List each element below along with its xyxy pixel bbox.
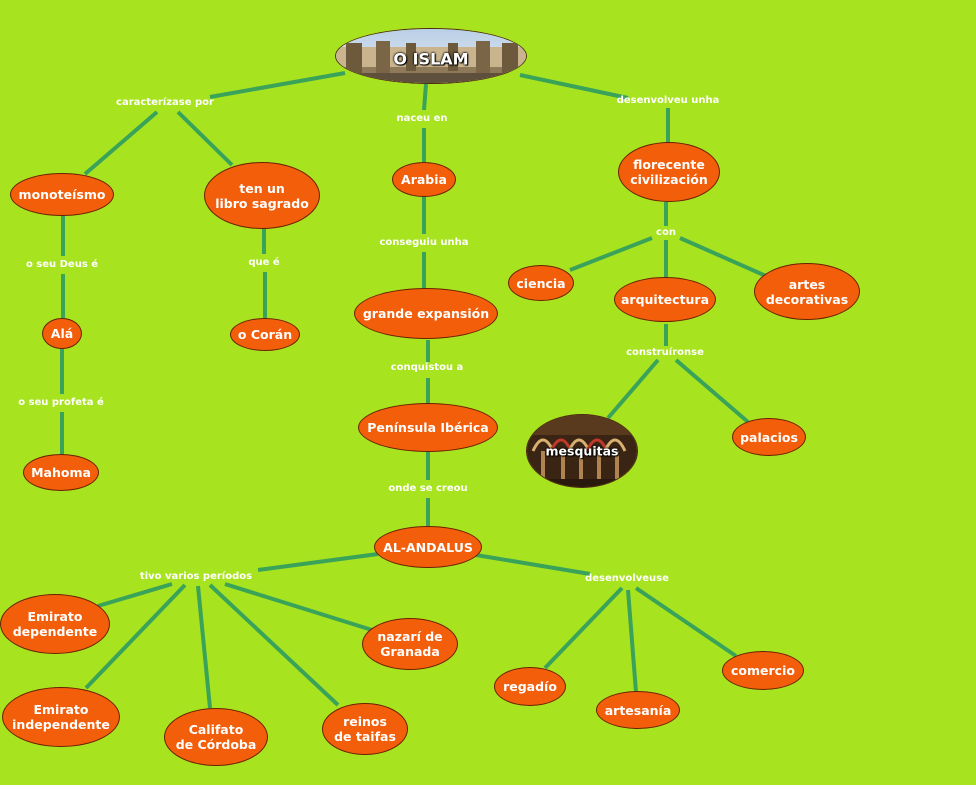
node-mahoma[interactable]: Mahoma	[23, 454, 99, 491]
node-mesquitas-label: mesquitas	[545, 443, 619, 459]
node-al-andalus[interactable]: AL-ANDALUS	[374, 526, 482, 568]
connector	[208, 583, 340, 707]
node-florecente-civilizacion[interactable]: florecente civilización	[618, 142, 720, 202]
node-arquitectura[interactable]: arquitectura	[614, 277, 716, 322]
node-califato-cordoba[interactable]: Califato de Córdoba	[164, 708, 268, 766]
connector	[679, 236, 767, 278]
connector	[569, 236, 653, 272]
node-libro-sagrado[interactable]: ten un libro sagrado	[204, 162, 320, 229]
connector	[176, 110, 234, 167]
connector	[634, 586, 738, 658]
node-regadio[interactable]: regadío	[494, 667, 566, 706]
node-coran[interactable]: o Corán	[230, 318, 300, 351]
link-label-deus: o seu Deus é	[25, 259, 99, 270]
courtyard-photo	[336, 29, 526, 83]
node-comercio[interactable]: comercio	[722, 651, 804, 690]
connector	[224, 582, 373, 632]
title-photo-node[interactable]: O ISLAM	[335, 28, 527, 84]
link-label-naceu: naceu en	[396, 113, 448, 124]
connector	[674, 358, 750, 424]
node-palacios[interactable]: palacios	[732, 418, 806, 456]
connector	[83, 110, 159, 176]
link-label-caracterizase: caracterízase por	[116, 97, 214, 108]
node-grande-expansion[interactable]: grande expansión	[354, 288, 498, 339]
link-label-tivo: tivo varios períodos	[139, 571, 253, 582]
node-emirato-independente[interactable]: Emirato independente	[2, 687, 120, 747]
connector	[469, 552, 591, 576]
node-artes-decorativas[interactable]: artes decorativas	[754, 263, 860, 320]
link-label-desenvolveuse: desenvolveuse	[585, 573, 669, 584]
link-label-desenvolveu: desenvolveu unha	[616, 95, 720, 106]
connector	[606, 358, 660, 420]
connector	[543, 586, 624, 670]
node-monoteismo[interactable]: monoteísmo	[10, 173, 114, 216]
mosque-interior-photo	[527, 415, 637, 487]
link-label-onde: onde se creou	[388, 483, 468, 494]
connector	[519, 73, 629, 100]
link-label-conquistou: conquistou a	[390, 362, 464, 373]
link-label-profeta: o seu profeta é	[18, 397, 104, 408]
link-label-conseguiu: conseguiu unha	[379, 237, 469, 248]
connector	[422, 83, 428, 111]
link-label-que: que é	[248, 257, 280, 268]
node-emirato-dependente[interactable]: Emirato dependente	[0, 594, 110, 654]
link-label-construironse: construíronse	[626, 347, 704, 358]
node-peninsula-iberica[interactable]: Península Ibérica	[358, 403, 498, 452]
map-title: O ISLAM	[393, 49, 469, 69]
link-label-con: con	[656, 227, 676, 238]
mesquitas-photo-node[interactable]: mesquitas	[526, 414, 638, 488]
node-ciencia[interactable]: ciencia	[508, 265, 574, 301]
node-arabia[interactable]: Arabia	[392, 162, 456, 197]
node-reinos-taifas[interactable]: reinos de taifas	[322, 703, 408, 755]
connector	[84, 583, 187, 690]
node-artesania[interactable]: artesanía	[596, 691, 680, 729]
connector	[257, 552, 379, 572]
connector	[196, 585, 212, 709]
node-nazari-granada[interactable]: nazarí de Granada	[362, 618, 458, 670]
node-ala[interactable]: Alá	[42, 318, 82, 349]
connector	[209, 71, 346, 99]
connector	[626, 589, 638, 693]
connector	[97, 582, 173, 608]
